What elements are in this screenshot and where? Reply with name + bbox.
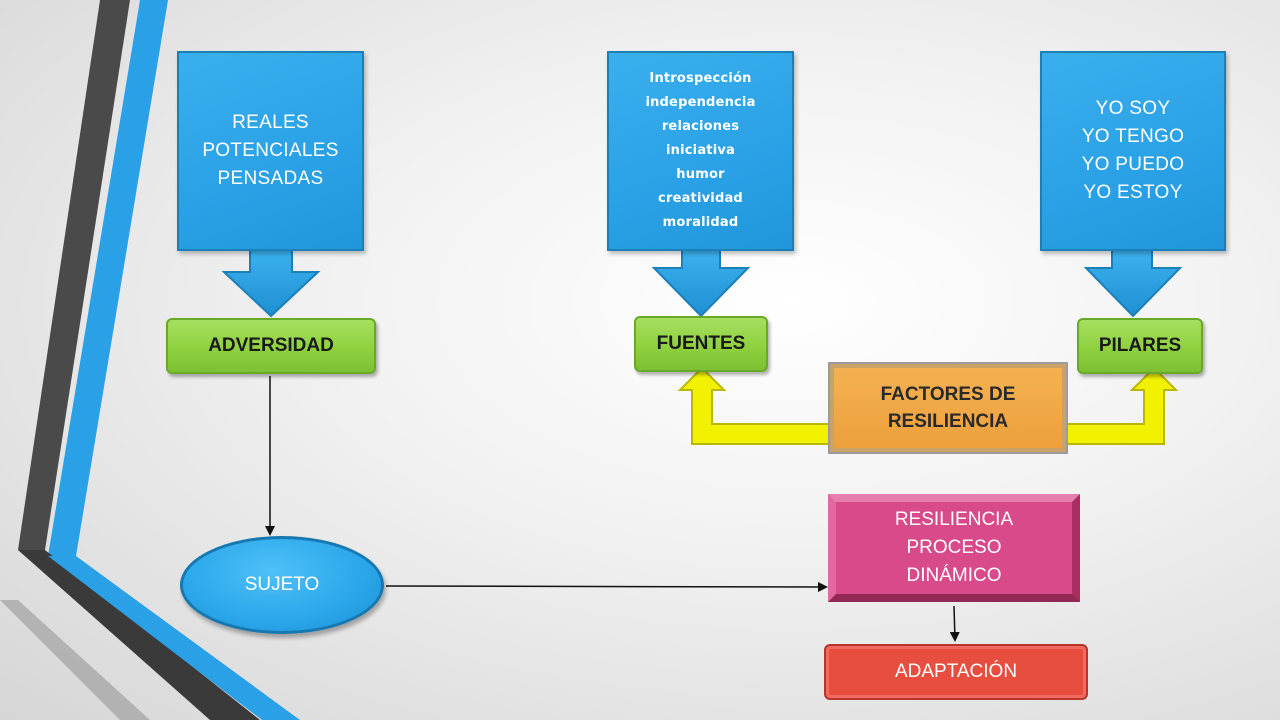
yellow-arrow-to-pilares [1065, 366, 1179, 445]
callout-factores-list: Introspección independencia relaciones i… [607, 51, 794, 251]
down-arrow-middle [651, 249, 751, 318]
down-arrow-right [1083, 249, 1183, 318]
callout-reales-potenciales-pensadas: REALES POTENCIALES PENSADAS [177, 51, 364, 251]
down-arrow-left [221, 247, 321, 318]
callout-middle-text: Introspección independencia relaciones i… [645, 71, 756, 230]
node-pilares: PILARES [1077, 318, 1203, 374]
node-fuentes: FUENTES [634, 316, 768, 372]
callout-yo-list: YO SOY YO TENGO YO PUEDO YO ESTOY [1040, 51, 1226, 251]
node-sujeto: SUJETO [180, 536, 384, 634]
yellow-arrow-to-fuentes [677, 366, 833, 445]
node-factores-de-resiliencia: FACTORES DE RESILIENCIA [828, 362, 1068, 454]
callout-left-text: REALES POTENCIALES PENSADAS [202, 112, 339, 189]
node-adaptacion: ADAPTACIÓN [824, 644, 1088, 700]
connector-resiliencia-adaptacion [949, 605, 960, 642]
decorative-band [0, 0, 300, 720]
callout-right-text: YO SOY YO TENGO YO PUEDO YO ESTOY [1081, 98, 1185, 203]
node-resiliencia-proceso-dinamico: RESILIENCIA PROCESO DINÁMICO [828, 494, 1080, 602]
node-adversidad: ADVERSIDAD [166, 318, 376, 374]
connector-sujeto-resiliencia [385, 581, 828, 592]
